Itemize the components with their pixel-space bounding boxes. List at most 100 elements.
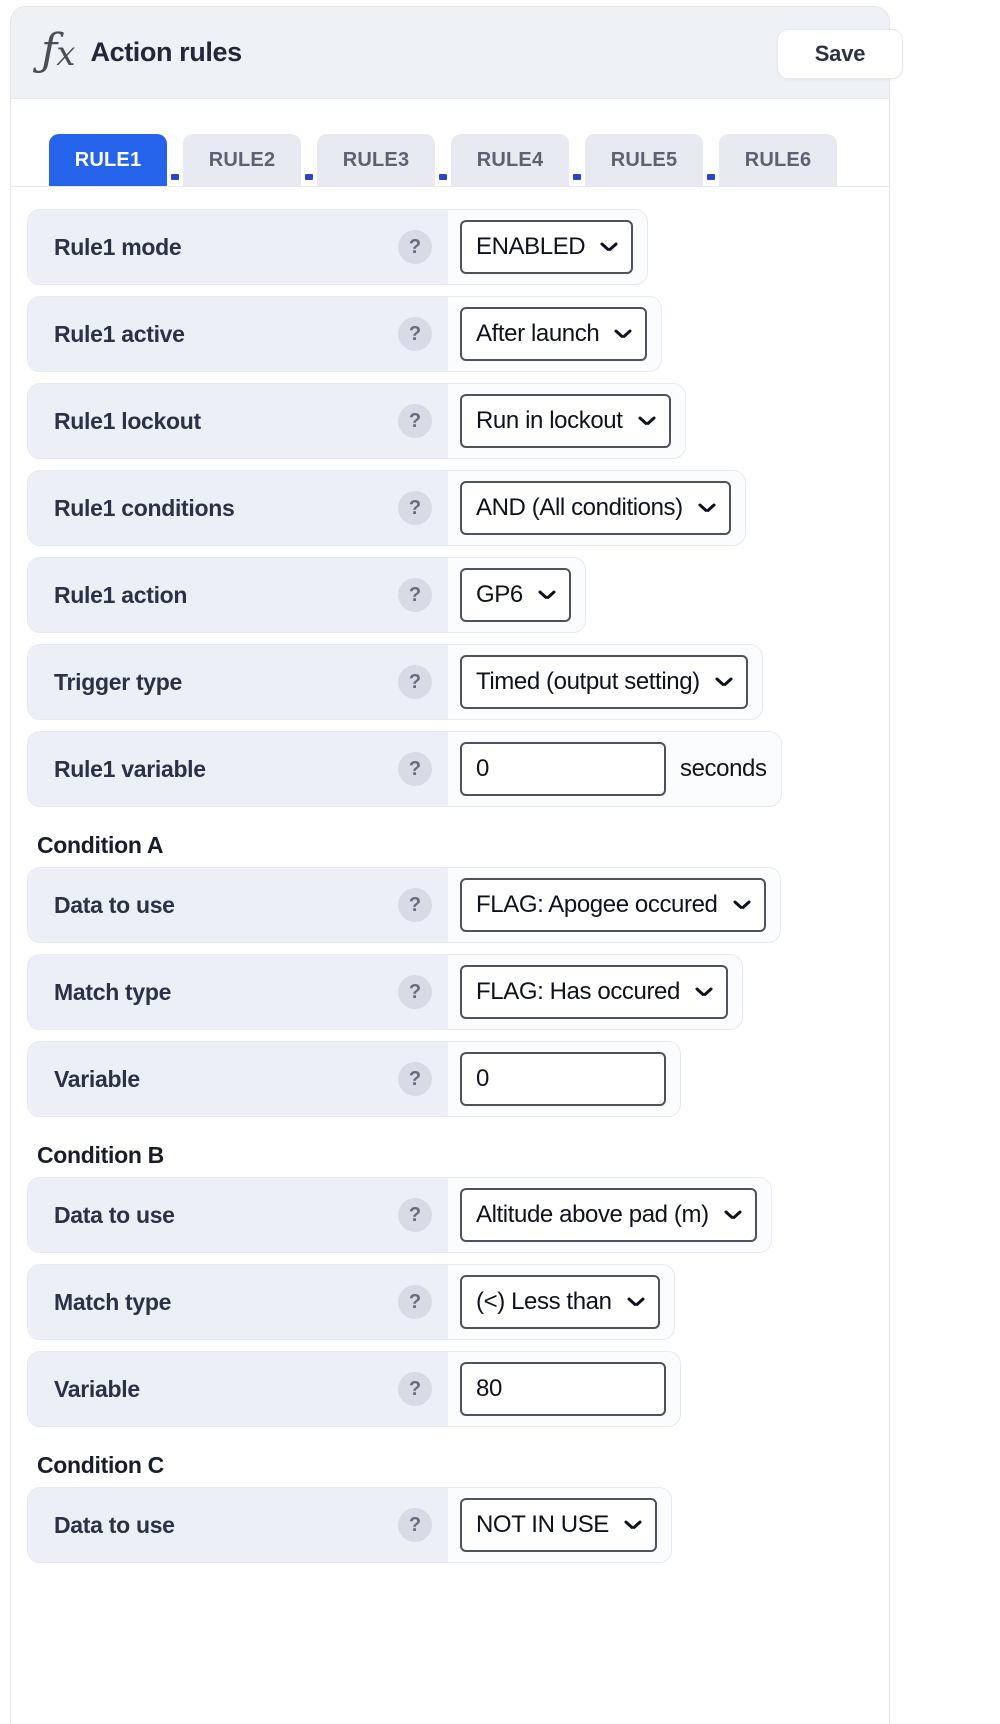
row-label-text: Rule1 lockout [54,407,201,434]
chevron-down-icon [639,416,655,425]
help-question-icon[interactable]: ? [398,975,432,1009]
row-control [448,1352,680,1426]
row-control: After launch [448,297,662,371]
help-question-icon[interactable]: ? [398,1508,432,1542]
tab-rule4[interactable]: RULE4 [451,134,569,186]
form-row-rule-rule1-variable: Rule1 variable? seconds [27,731,782,807]
help-question-icon[interactable]: ? [398,317,432,351]
help-question-icon[interactable]: ? [398,230,432,264]
chevron-down-icon [725,1210,741,1219]
row-control [448,1042,680,1116]
chevron-down-icon [625,1520,641,1529]
row-label-text: Rule1 variable [54,755,206,782]
select-condition-b-data-to-use[interactable]: Altitude above pad (m) [460,1188,757,1242]
select-condition-a-data-to-use[interactable]: FLAG: Apogee occured [460,878,766,932]
help-question-icon[interactable]: ? [398,1062,432,1096]
form-row-condition-a-data-to-use: Data to use? FLAG: Apogee occured [27,867,781,943]
row-label-text: Rule1 action [54,581,188,608]
select-rule-rule1-active[interactable]: After launch [460,307,648,361]
row-label-text: Match type [54,1288,172,1315]
action-rules-card: ƒx Action rules Save RULE1 RULE2 RULE3 RULE… [10,6,903,1724]
row-control: Run in lockout [448,384,685,458]
select-value: GP6 [476,581,523,608]
row-control: seconds [448,732,781,806]
select-value: Timed (output setting) [476,668,700,695]
select-condition-c-data-to-use[interactable]: NOT IN USE [460,1498,657,1552]
input-condition-b-variable[interactable] [460,1362,666,1416]
form-row-condition-c-data-to-use: Data to use? NOT IN USE [27,1487,672,1563]
save-button[interactable]: Save [777,29,903,79]
help-question-icon[interactable]: ? [398,752,432,786]
row-label-text: Rule1 mode [54,233,182,260]
form-row-condition-a-variable: Variable? [27,1041,681,1117]
row-control: ENABLED [448,210,648,284]
row-label-text: Data to use [54,1201,175,1228]
select-rule-rule1-lockout[interactable]: Run in lockout [460,394,671,448]
help-question-icon[interactable]: ? [398,1198,432,1232]
select-rule-trigger-type[interactable]: Timed (output setting) [460,655,748,709]
select-value: After launch [476,320,600,347]
help-question-icon[interactable]: ? [398,491,432,525]
row-label-text: Rule1 active [54,320,185,347]
help-question-icon[interactable]: ? [398,578,432,612]
card-header: ƒx Action rules Save [11,7,903,99]
chevron-down-icon [716,677,732,686]
form-row-rule-rule1-action: Rule1 action? GP6 [27,557,586,633]
tab-rule2[interactable]: RULE2 [183,134,301,186]
tab-rule6[interactable]: RULE6 [719,134,837,186]
form-row-rule-trigger-type: Trigger type? Timed (output setting) [27,644,763,720]
help-question-icon[interactable]: ? [398,665,432,699]
select-value: Run in lockout [476,407,623,434]
row-label-text: Trigger type [54,668,183,695]
select-value: FLAG: Has occured [476,978,680,1005]
tab-rule1[interactable]: RULE1 [49,134,167,186]
tab-rule5[interactable]: RULE5 [585,134,703,186]
select-rule-rule1-mode[interactable]: ENABLED [460,220,634,274]
row-label: Match type? [28,1265,448,1339]
select-rule-rule1-action[interactable]: GP6 [460,568,571,622]
chevron-down-icon [734,900,750,909]
page-title: Action rules [90,37,242,67]
form-row-rule-rule1-lockout: Rule1 lockout? Run in lockout [27,383,686,459]
form-row-rule-rule1-active: Rule1 active? After launch [27,296,663,372]
tab-rule3[interactable]: RULE3 [317,134,435,186]
row-label: Variable? [28,1352,448,1426]
select-value: NOT IN USE [476,1511,609,1538]
select-rule-rule1-conditions[interactable]: AND (All conditions) [460,481,731,535]
select-value: FLAG: Apogee occured [476,891,718,918]
help-question-icon[interactable]: ? [398,1285,432,1319]
row-control: FLAG: Apogee occured [448,868,780,942]
row-label: Rule1 action? [28,558,448,632]
chevron-down-icon [696,987,712,996]
row-control: Altitude above pad (m) [448,1178,771,1252]
row-label: Variable? [28,1042,448,1116]
section-title-condition-a: Condition A [37,832,164,858]
row-control: NOT IN USE [448,1488,671,1562]
help-question-icon[interactable]: ? [398,404,432,438]
row-label-text: Match type [54,978,172,1005]
row-label: Match type? [28,955,448,1029]
row-label-text: Data to use [54,1511,175,1538]
row-label: Rule1 lockout? [28,384,448,458]
form-row-condition-a-match-type: Match type? FLAG: Has occured [27,954,743,1030]
row-label-text: Variable [54,1065,140,1092]
chevron-down-icon [615,329,631,338]
tab-separator-dot [435,134,451,186]
select-condition-a-match-type[interactable]: FLAG: Has occured [460,965,728,1019]
chevron-down-icon [699,503,715,512]
tab-separator-dot [301,134,317,186]
section-title-condition-c: Condition C [37,1452,164,1478]
row-label: Trigger type? [28,645,448,719]
row-label-text: Rule1 conditions [54,494,235,521]
select-condition-b-match-type[interactable]: (<) Less than [460,1275,660,1329]
select-value: AND (All conditions) [476,494,683,521]
help-question-icon[interactable]: ? [398,888,432,922]
input-condition-a-variable[interactable] [460,1052,666,1106]
row-label: Data to use? [28,868,448,942]
row-label-text: Data to use [54,891,175,918]
row-label: Rule1 active? [28,297,448,371]
row-control: FLAG: Has occured [448,955,742,1029]
input-rule-rule1-variable[interactable] [460,742,666,796]
help-question-icon[interactable]: ? [398,1372,432,1406]
